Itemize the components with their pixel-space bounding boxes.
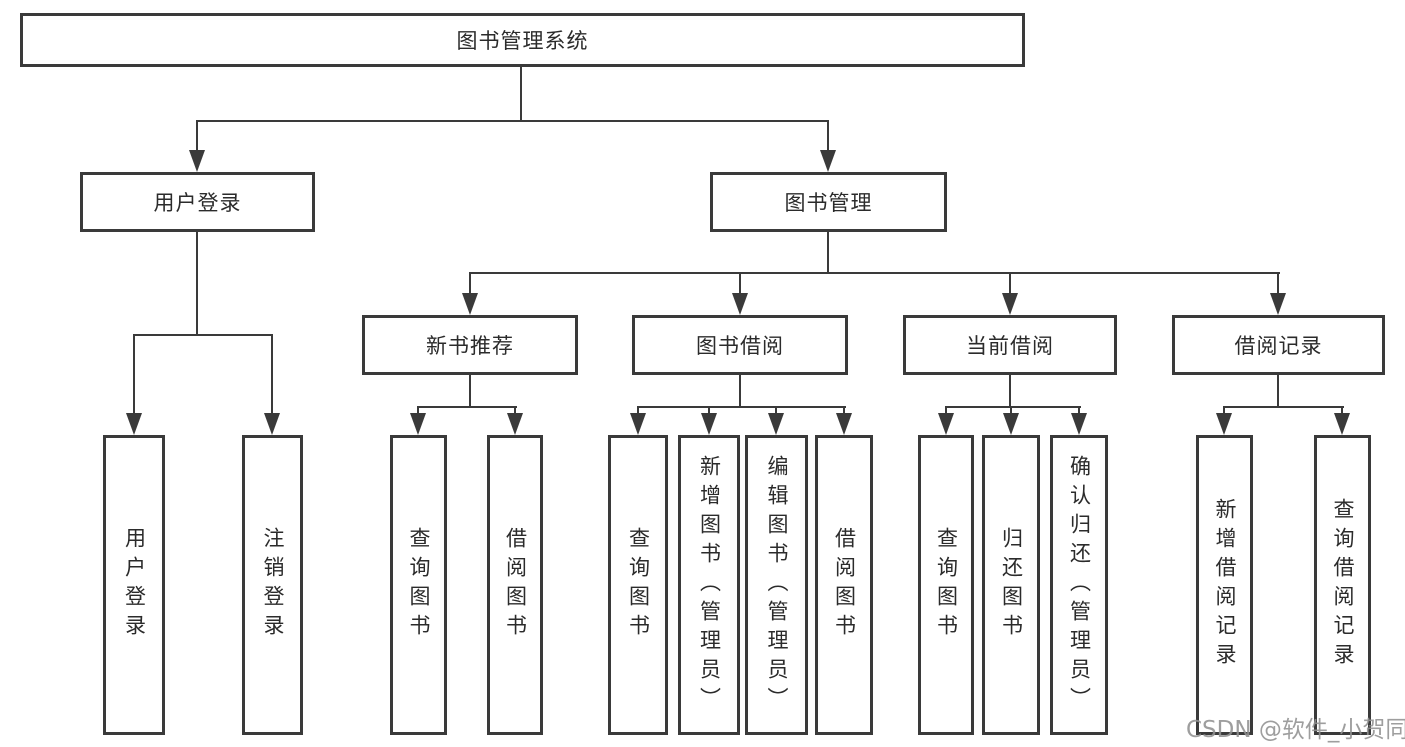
arrow-down-icon <box>1334 413 1350 435</box>
arrow-down-icon <box>820 150 836 172</box>
arrow-down-icon <box>732 293 748 315</box>
leaf-add-borrow-record: 新增借阅记录 <box>1196 435 1253 735</box>
arrow-down-icon <box>507 413 523 435</box>
connector-line <box>827 232 829 274</box>
connector-line <box>945 406 947 416</box>
node-borrow-records: 借阅记录 <box>1172 315 1385 375</box>
connector-line <box>945 406 1081 408</box>
leaf-query-books-2: 查询图书 <box>608 435 668 735</box>
leaf-query-books-3: 查询图书 <box>918 435 974 735</box>
arrow-down-icon <box>1270 293 1286 315</box>
arrow-down-icon <box>189 150 205 172</box>
arrow-down-icon <box>462 293 478 315</box>
leaf-label: 查询图书 <box>934 527 959 643</box>
leaf-borrow-books-2: 借阅图书 <box>815 435 873 735</box>
connector-line <box>775 406 777 416</box>
leaf-query-books-1: 查询图书 <box>390 435 447 735</box>
arrow-down-icon <box>938 413 954 435</box>
leaf-user-login: 用户登录 <box>103 435 165 735</box>
arrow-down-icon <box>126 413 142 435</box>
arrow-down-icon <box>1003 413 1019 435</box>
connector-line <box>133 334 135 416</box>
arrow-down-icon <box>630 413 646 435</box>
connector-line <box>1009 375 1011 408</box>
connector-line <box>1009 272 1011 297</box>
connector-line <box>1078 406 1080 416</box>
leaf-label: 查询图书 <box>626 527 651 643</box>
csdn-watermark: CSDN @软件_小贺同学 <box>1186 717 1405 743</box>
leaf-label: 新增图书（管理员） <box>697 454 722 716</box>
leaf-label: 新增借阅记录 <box>1213 498 1237 672</box>
connector-line <box>637 406 639 416</box>
leaf-label: 查询图书 <box>407 527 431 643</box>
leaf-confirm-return-admin: 确认归还（管理员） <box>1050 435 1108 735</box>
leaf-return-books: 归还图书 <box>982 435 1040 735</box>
node-new-book-recommend: 新书推荐 <box>362 315 578 375</box>
leaf-edit-book-admin: 编辑图书（管理员） <box>745 435 808 735</box>
leaf-label: 编辑图书（管理员） <box>765 454 789 716</box>
connector-line <box>417 406 419 416</box>
node-root-book-management-system: 图书管理系统 <box>20 13 1025 67</box>
connector-line <box>196 120 198 156</box>
connector-line <box>1223 406 1225 416</box>
connector-line <box>739 375 741 408</box>
leaf-add-book-admin: 新增图书（管理员） <box>678 435 740 735</box>
leaf-label: 借阅图书 <box>503 527 528 643</box>
connector-line <box>271 334 273 416</box>
leaf-label: 借阅图书 <box>832 527 857 643</box>
connector-line <box>417 406 517 408</box>
connector-line <box>520 66 522 122</box>
connector-line <box>1341 406 1343 416</box>
connector-line <box>739 272 741 297</box>
connector-line <box>133 334 273 336</box>
connector-line <box>708 406 710 416</box>
arrow-down-icon <box>1002 293 1018 315</box>
leaf-label: 查询借阅记录 <box>1331 498 1355 672</box>
node-book-management: 图书管理 <box>710 172 947 232</box>
leaf-label: 确认归还（管理员） <box>1067 454 1092 716</box>
arrow-down-icon <box>264 413 280 435</box>
leaf-logout: 注销登录 <box>242 435 303 735</box>
node-user-login: 用户登录 <box>80 172 315 232</box>
arrow-down-icon <box>1216 413 1232 435</box>
connector-line <box>1010 406 1012 416</box>
connector-line <box>469 375 471 408</box>
leaf-label: 归还图书 <box>999 527 1024 643</box>
connector-line <box>469 272 1280 274</box>
connector-line <box>843 406 845 416</box>
leaf-borrow-books-1: 借阅图书 <box>487 435 543 735</box>
connector-line <box>469 272 471 297</box>
leaf-label: 注销登录 <box>261 527 285 643</box>
arrow-down-icon <box>1071 413 1087 435</box>
connector-line <box>1277 375 1279 408</box>
connector-line <box>196 120 829 122</box>
arrow-down-icon <box>836 413 852 435</box>
node-book-borrow: 图书借阅 <box>632 315 848 375</box>
leaf-query-borrow-record: 查询借阅记录 <box>1314 435 1371 735</box>
connector-line <box>196 232 198 336</box>
connector-line <box>1277 272 1279 297</box>
connector-line <box>827 120 829 156</box>
connector-line <box>637 406 846 408</box>
arrow-down-icon <box>701 413 717 435</box>
leaf-label: 用户登录 <box>122 527 147 643</box>
connector-line <box>514 406 516 416</box>
connector-line <box>1223 406 1344 408</box>
arrow-down-icon <box>410 413 426 435</box>
node-current-borrow: 当前借阅 <box>903 315 1117 375</box>
arrow-down-icon <box>768 413 784 435</box>
